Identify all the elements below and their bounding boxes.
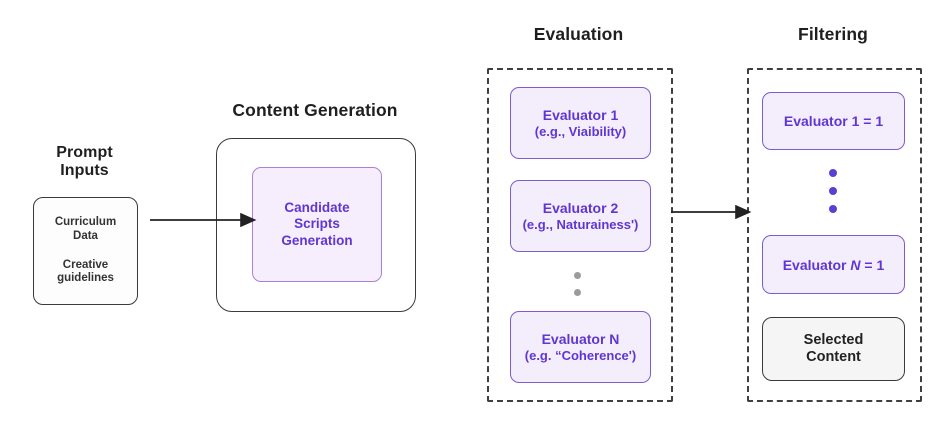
curriculum-data-label: Curriculum Data: [54, 216, 117, 242]
evaluator-2-name: Evaluator 2: [542, 199, 619, 216]
prompt-inputs-title-line2: Inputs: [60, 161, 109, 179]
evaluator-2-box: Evaluator 2 (e.g., Naturainess'): [510, 180, 651, 252]
evaluator-n-box: Evaluator N (e.g. “Coherence'): [510, 311, 651, 383]
filter-evaluator-1-box: Evaluator 1 = 1: [762, 92, 905, 150]
filtering-title: Filtering: [798, 24, 868, 44]
evaluation-group-box: [487, 68, 673, 402]
evaluator-n-name: Evaluator N: [541, 330, 620, 347]
filter-evaluator-n-rule: Evaluator N = 1: [782, 256, 885, 273]
filter-evaluator-n-box: Evaluator N = 1: [762, 235, 905, 294]
filtering-ellipsis-dot: [829, 187, 837, 195]
prompt-inputs-title: Prompt Inputs: [33, 144, 136, 180]
evaluator-n-example: (e.g. “Coherence'): [524, 347, 637, 363]
evaluator-1-box: Evaluator 1 (e.g., Viaibility): [510, 87, 651, 159]
prompt-inputs-box: Curriculum Data Creative guidelines: [33, 197, 138, 305]
prompt-inputs-title-line1: Prompt: [56, 144, 113, 161]
evaluation-ellipsis-dot: [574, 289, 581, 296]
evaluator-2-example: (e.g., Naturainess'): [522, 216, 639, 232]
candidate-scripts-generation-box: Candidate Scripts Generation: [252, 167, 382, 282]
filtering-group-box: [747, 68, 922, 402]
filtering-ellipsis-dot: [829, 169, 837, 177]
creative-guidelines-label: Creative guidelines: [57, 258, 114, 285]
content-generation-box: [216, 138, 416, 312]
evaluator-1-name: Evaluator 1: [542, 106, 619, 123]
evaluator-1-example: (e.g., Viaibility): [534, 123, 627, 139]
evaluation-ellipsis-dot: [574, 272, 581, 279]
filtering-ellipsis-dot: [829, 205, 837, 213]
selected-content-box: Selected Content: [762, 317, 905, 381]
filter-evaluator-1-rule: Evaluator 1 = 1: [783, 113, 884, 129]
content-generation-title: Content Generation: [232, 100, 398, 120]
evaluation-title: Evaluation: [533, 24, 624, 44]
